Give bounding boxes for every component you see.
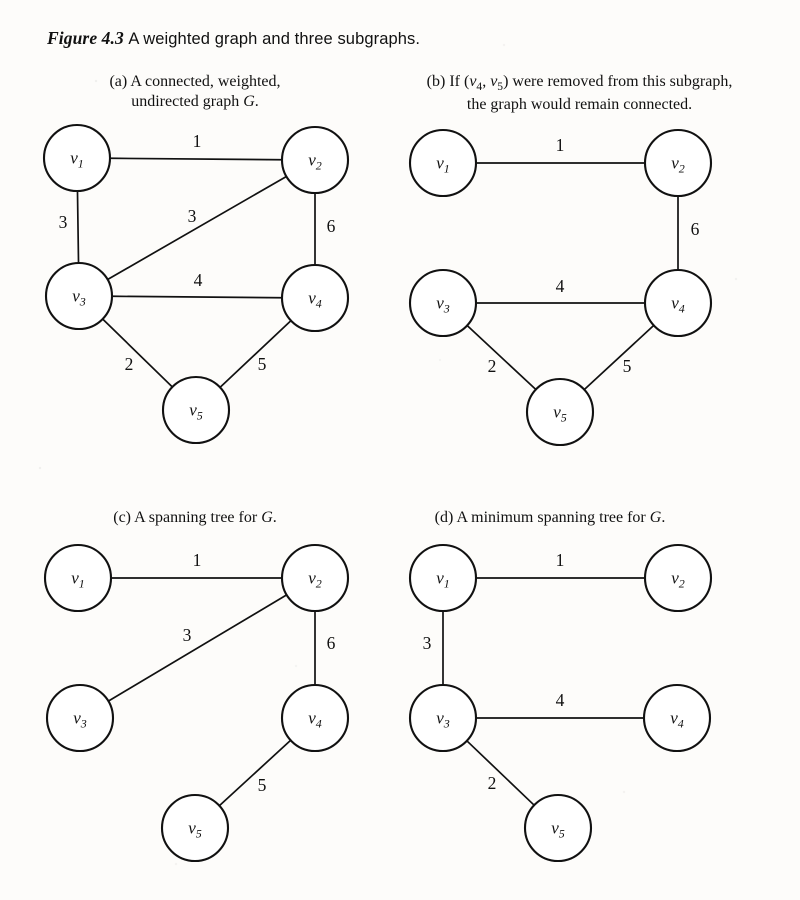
node-v5 xyxy=(160,793,230,863)
node-label-v2: v2 xyxy=(671,569,685,591)
edge-v4-v5 xyxy=(218,739,292,807)
panel-d-graph: 1 3 4 2 v1 v2 v3 v4 v5 xyxy=(408,543,713,863)
node-v3 xyxy=(45,683,115,753)
node-label-v1: v1 xyxy=(436,569,450,591)
panel-a-graph: 1 3 3 6 4 2 5 v1 v2 v3 v4 v5 xyxy=(42,123,350,445)
node-label-v5: v5 xyxy=(188,819,202,841)
edge-weight-v4-v5: 5 xyxy=(258,354,267,374)
node-v1 xyxy=(42,123,112,193)
node-v4 xyxy=(642,683,712,753)
edge-weight-v4-v5: 5 xyxy=(623,356,632,376)
edge-v3-v5 xyxy=(101,318,174,388)
node-v5 xyxy=(523,793,593,863)
edge-weight-v1-v3: 3 xyxy=(59,212,68,232)
panel-c-graph: 1 3 6 5 v1 v2 v3 v4 v5 xyxy=(43,543,350,863)
node-label-v3: v3 xyxy=(436,294,450,316)
edge-weight-v3-v5: 2 xyxy=(125,354,134,374)
node-v4 xyxy=(643,268,713,338)
node-v5 xyxy=(525,377,595,447)
node-label-v1: v1 xyxy=(71,569,85,591)
node-label-v1: v1 xyxy=(436,154,450,176)
node-label-v4: v4 xyxy=(670,709,684,731)
node-label-v3: v3 xyxy=(436,709,450,731)
panel-caption-c: (c) A spanning tree for G. xyxy=(113,509,277,526)
figure-caption: Figure 4.3 A weighted graph and three su… xyxy=(47,28,420,49)
node-v1 xyxy=(408,543,478,613)
node-label-v4: v4 xyxy=(308,289,322,311)
edge-weight-v1-v2: 1 xyxy=(193,131,202,151)
edge-v4-v5 xyxy=(583,324,655,391)
node-v1 xyxy=(408,128,478,198)
node-v1 xyxy=(43,543,113,613)
edge-weight-v1-v2: 1 xyxy=(193,550,202,570)
edge-weight-v2-v4: 6 xyxy=(327,633,336,653)
node-label-v2: v2 xyxy=(308,569,322,591)
panel-caption-b: (b) If (v4, v5) were removed from this s… xyxy=(426,73,733,113)
node-label-v2: v2 xyxy=(671,154,685,176)
edge-v3-v2 xyxy=(107,594,288,702)
node-label-v3: v3 xyxy=(72,287,86,309)
node-v2 xyxy=(643,128,713,198)
node-label-v4: v4 xyxy=(671,294,685,316)
node-v3 xyxy=(408,268,478,338)
node-label-v5: v5 xyxy=(553,403,567,425)
edge-weight-v3-v2: 3 xyxy=(183,625,192,645)
edge-weight-v2-v4: 6 xyxy=(691,219,700,239)
edge-weight-v3-v5: 2 xyxy=(488,356,497,376)
edge-weight-v3-v5: 2 xyxy=(488,773,497,793)
edge-v4-v5 xyxy=(219,319,292,389)
node-label-v4: v4 xyxy=(308,709,322,731)
figure-number: Figure 4.3 xyxy=(47,28,124,48)
panel-b-graph: 1 6 4 2 5 v1 v2 v3 v4 v5 xyxy=(408,128,713,447)
edge-weight-v3-v2: 3 xyxy=(188,206,197,226)
panel-caption-d: (d) A minimum spanning tree for G. xyxy=(434,509,666,526)
node-v3 xyxy=(44,261,114,331)
edge-v3-v5 xyxy=(465,739,536,807)
edge-v3-v2 xyxy=(106,175,288,281)
edge-weight-v3-v4: 4 xyxy=(556,276,565,296)
edge-weight-v4-v5: 5 xyxy=(258,775,267,795)
edge-v1-v3 xyxy=(76,190,80,264)
edge-weight-v2-v4: 6 xyxy=(327,216,336,236)
node-label-v2: v2 xyxy=(308,151,322,173)
node-v2 xyxy=(280,125,350,195)
node-label-v3: v3 xyxy=(73,709,87,731)
edge-weight-v1-v3: 3 xyxy=(423,633,432,653)
node-v2 xyxy=(280,543,350,613)
node-label-v5: v5 xyxy=(551,819,565,841)
node-v5 xyxy=(161,375,231,445)
panel-caption-a: (a) A connected, weighted,undirected gra… xyxy=(109,73,281,111)
node-label-v5: v5 xyxy=(189,401,203,423)
edge-weight-v1-v2: 1 xyxy=(556,550,565,570)
edge-weight-v1-v2: 1 xyxy=(556,135,565,155)
edge-v1-v2 xyxy=(109,157,283,161)
node-label-v1: v1 xyxy=(70,149,84,171)
node-v4 xyxy=(280,683,350,753)
node-v4 xyxy=(280,263,350,333)
edge-v3-v4 xyxy=(111,295,283,299)
figure-caption-text: A weighted graph and three subgraphs. xyxy=(128,30,421,48)
node-v3 xyxy=(408,683,478,753)
edge-weight-v3-v4: 4 xyxy=(556,690,565,710)
node-v2 xyxy=(643,543,713,613)
edge-v3-v5 xyxy=(466,324,537,391)
edge-weight-v3-v4: 4 xyxy=(194,270,203,290)
